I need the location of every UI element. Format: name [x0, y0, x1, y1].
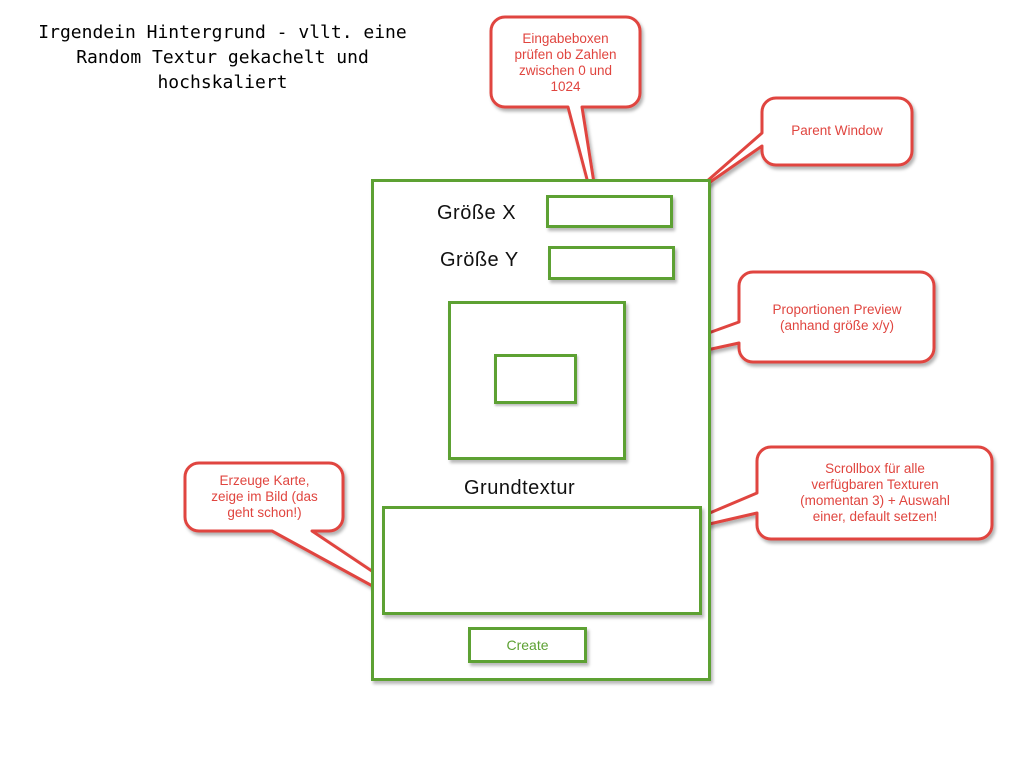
callout-line: prüfen ob Zahlen — [514, 46, 617, 62]
callout-line: Eingabeboxen — [522, 30, 609, 46]
callout-line: einer, default setzen! — [812, 509, 938, 524]
proportion-preview-rect — [494, 354, 577, 404]
callout-create-map: Erzeuge Karte, zeige im Bild (das geht s… — [188, 468, 341, 526]
callout-line: Scrollbox für alle — [825, 461, 925, 476]
size-x-label: Größe X — [437, 202, 517, 224]
background-note-line: Random Textur gekachelt und — [76, 47, 369, 68]
create-button-label: Create — [506, 637, 549, 653]
callout-input-check: Eingabeboxen prüfen ob Zahlen zwischen 0… — [493, 20, 638, 105]
background-note: Irgendein Hintergrund - vllt. eine Rando… — [30, 20, 415, 95]
callout-line: Proportionen Preview — [772, 302, 902, 317]
background-note-line: Irgendein Hintergrund - vllt. eine — [38, 22, 407, 43]
base-texture-label: Grundtextur — [464, 477, 576, 499]
callout-line: (momentan 3) + Auswahl — [800, 493, 950, 508]
background-note-line: hochskaliert — [157, 72, 288, 93]
callout-parent-window-balloon — [688, 96, 914, 198]
create-button[interactable]: Create — [468, 627, 587, 663]
callout-line: verfügbaren Texturen — [811, 477, 939, 492]
callout-line: 1024 — [550, 78, 581, 94]
callout-input-check-balloon — [489, 15, 642, 242]
callout-line: Parent Window — [791, 123, 883, 138]
callout-line: geht schon!) — [227, 505, 302, 520]
callout-parent-window: Parent Window — [764, 120, 910, 142]
callout-line: Erzeuge Karte, — [219, 473, 310, 488]
size-y-input[interactable] — [548, 246, 675, 280]
callout-scrollbox: Scrollbox für alle verfügbaren Texturen … — [760, 456, 990, 530]
size-x-input[interactable] — [546, 195, 673, 228]
callout-proportion-preview: Proportionen Preview (anhand größe x/y) — [742, 298, 932, 338]
texture-scrollbox[interactable] — [382, 506, 702, 615]
callout-scrollbox-balloon — [651, 445, 994, 541]
callout-line: (anhand größe x/y) — [779, 318, 895, 333]
callout-line: zwischen 0 und — [518, 62, 613, 78]
callout-line: zeige im Bild (das — [211, 489, 318, 504]
size-y-label: Größe Y — [440, 249, 519, 271]
